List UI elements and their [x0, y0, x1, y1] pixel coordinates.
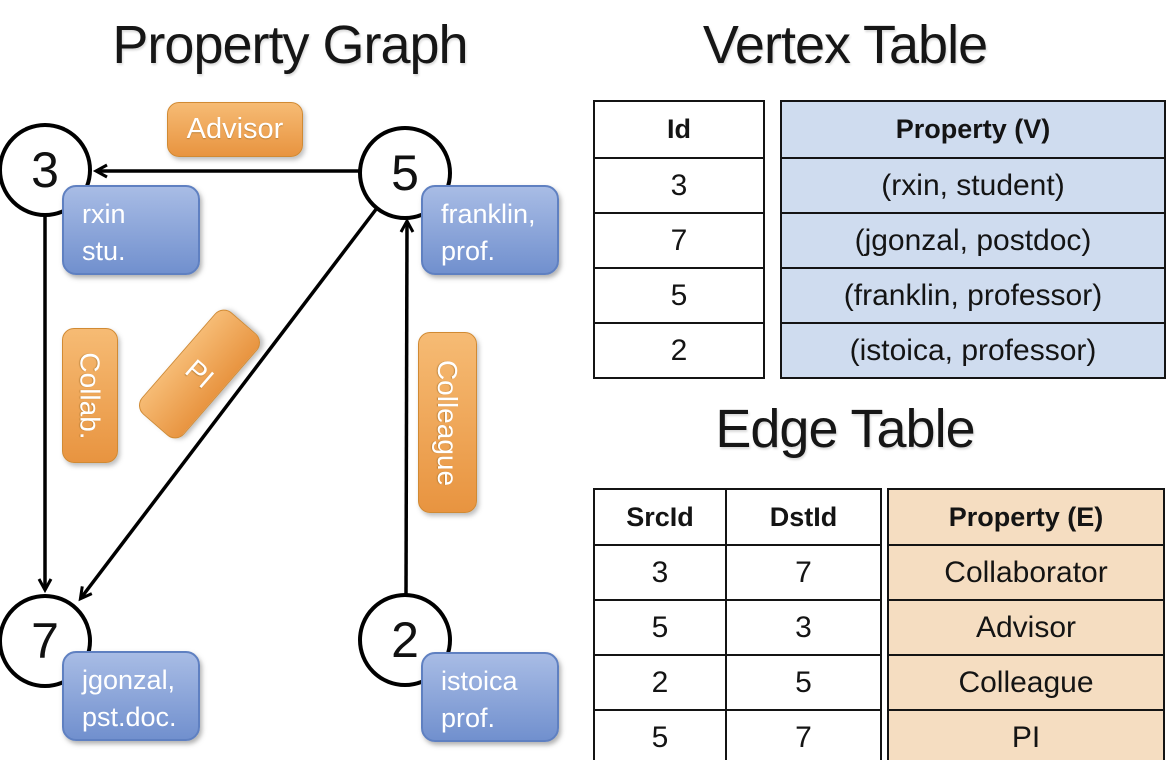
vertex-property-box-istoica: istoica prof.	[421, 652, 559, 742]
edge-label-pi-text: PI	[179, 353, 220, 395]
vertex-table-id-cell: 5	[595, 267, 763, 322]
edge-table-property-cell: PI	[889, 709, 1163, 760]
edge-table-dst-cell: 5	[795, 665, 812, 699]
graph-node-2: 2	[358, 593, 452, 687]
vprop-franklin-line2: prof.	[441, 236, 496, 266]
edge-2-to-5	[399, 217, 415, 595]
node-7-label: 7	[31, 613, 59, 669]
vertex-table-property-column: Property (V) (rxin, student) (jgonzal, p…	[780, 100, 1166, 379]
vprop-jgonzal-line1: jgonzal,	[82, 665, 176, 695]
vertex-table-id-cell: 3	[595, 157, 763, 212]
vertex-property-box-rxin: rxin stu.	[62, 185, 200, 275]
vertex-table-property-cell: (istoica, professor)	[782, 322, 1164, 377]
edge-label-colleague-text: Colleague	[432, 359, 464, 486]
edge-table-row: 5 3	[595, 599, 880, 654]
edge-table-dst-cell: 7	[795, 720, 812, 754]
edge-label-advisor: Advisor	[167, 102, 303, 157]
edge-table-header-property: Property (E)	[948, 501, 1104, 532]
vertex-table-property-cell: (franklin, professor)	[782, 267, 1164, 322]
edge-table-property-cell: Colleague	[889, 654, 1163, 709]
edge-label-collab: Collab.	[62, 328, 118, 463]
edge-table-src-cell: 2	[595, 656, 727, 709]
edge-table-src-cell: 5	[595, 711, 727, 760]
edge-table-row: 3 7	[595, 544, 880, 599]
edge-table-src-cell: 5	[595, 601, 727, 654]
vprop-rxin-line2: stu.	[82, 236, 126, 266]
property-graph-title: Property Graph	[112, 15, 468, 75]
edge-table-header-srcid: SrcId	[595, 490, 727, 544]
edge-table-row: 5 7	[595, 709, 880, 760]
node-2-label: 2	[391, 612, 419, 668]
vertex-table-title: Vertex Table	[702, 15, 988, 75]
edge-5-to-7	[78, 206, 379, 602]
edge-table-row: 2 5	[595, 654, 880, 709]
edge-label-collab-text: Collab.	[75, 351, 107, 440]
vertex-table-id-cell: 2	[595, 322, 763, 377]
edge-table-header-row: SrcId DstId	[595, 490, 880, 544]
edge-table-property-cell: Collaborator	[889, 544, 1163, 599]
edge-table-title: Edge Table	[715, 399, 975, 459]
node-3-label: 3	[31, 142, 59, 198]
edge-table-dst-cell: 7	[795, 555, 812, 589]
vprop-jgonzal-line2: pst.doc.	[82, 702, 177, 732]
node-5-label: 5	[391, 145, 419, 201]
edge-label-colleague: Colleague	[418, 332, 477, 513]
edge-table-dst-cell: 3	[795, 610, 812, 644]
edge-table-property-cell: Advisor	[889, 599, 1163, 654]
vertex-table-header-property: Property (V)	[895, 114, 1051, 144]
edge-table-property-column: Property (E) Collaborator Advisor Collea…	[887, 488, 1165, 760]
vprop-istoica-line1: istoica	[441, 666, 518, 696]
edge-table-header-dstid: DstId	[769, 501, 838, 532]
edge-label-advisor-text: Advisor	[186, 113, 284, 145]
graph-edges	[37, 163, 415, 602]
vertex-table-header-id: Id	[667, 114, 691, 144]
vprop-rxin-line1: rxin	[82, 199, 126, 229]
vertex-property-box-franklin: franklin, prof.	[421, 185, 559, 275]
vertex-table-property-cell: (jgonzal, postdoc)	[782, 212, 1164, 267]
vertex-table-id-column: Id 3 7 5 2	[593, 100, 765, 379]
edge-table-src-cell: 3	[595, 546, 727, 599]
vprop-franklin-line1: franklin,	[441, 199, 536, 229]
vertex-table-id-cell: 7	[595, 212, 763, 267]
vprop-istoica-line2: prof.	[441, 703, 496, 733]
vertex-table-property-cell: (rxin, student)	[782, 157, 1164, 212]
edge-table-ids-columns: SrcId DstId 3 7 5 3 2 5 5 7	[593, 488, 882, 760]
vertex-property-box-jgonzal: jgonzal, pst.doc.	[62, 651, 200, 741]
